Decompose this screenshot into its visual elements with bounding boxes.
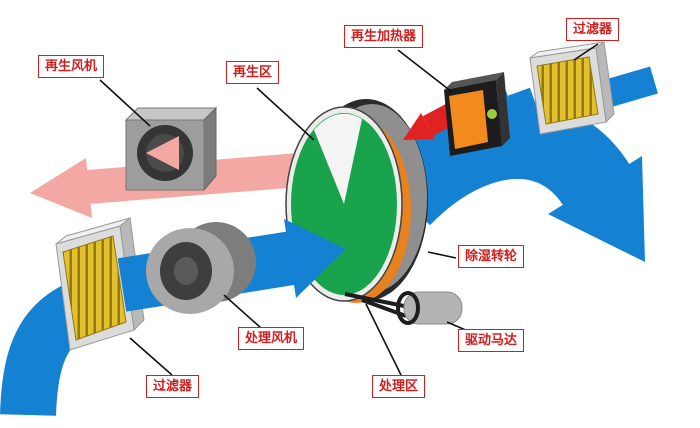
leader-lines bbox=[99, 43, 599, 376]
label-regeneration-fan: 再生风机 bbox=[38, 55, 105, 78]
heater-indicator-light bbox=[487, 109, 497, 119]
label-filter-top: 过滤器 bbox=[566, 18, 620, 41]
process-air-outlet-arrow bbox=[374, 100, 645, 262]
label-filter-bottom: 过滤器 bbox=[146, 375, 200, 398]
process-fan bbox=[146, 222, 256, 314]
intake-filter bbox=[55, 217, 145, 351]
label-dehumidifier-wheel: 除湿转轮 bbox=[458, 245, 525, 268]
label-process-fan: 处理风机 bbox=[238, 327, 305, 350]
regen-air-intake bbox=[602, 66, 658, 108]
desiccant-wheel bbox=[285, 99, 428, 303]
regen-heater bbox=[444, 72, 510, 156]
regeneration-sector bbox=[314, 113, 362, 204]
regen-filter bbox=[529, 41, 615, 135]
motor-pulley-belt bbox=[396, 291, 420, 325]
label-regeneration-zone: 再生区 bbox=[226, 61, 280, 84]
label-regeneration-heater: 再生加热器 bbox=[344, 25, 424, 48]
regen-fan bbox=[124, 106, 218, 192]
label-drive-motor: 驱动马达 bbox=[458, 329, 525, 352]
drive-motor bbox=[344, 291, 463, 325]
label-process-zone: 处理区 bbox=[372, 375, 426, 398]
regen-fan-flow-arrow bbox=[146, 136, 179, 170]
